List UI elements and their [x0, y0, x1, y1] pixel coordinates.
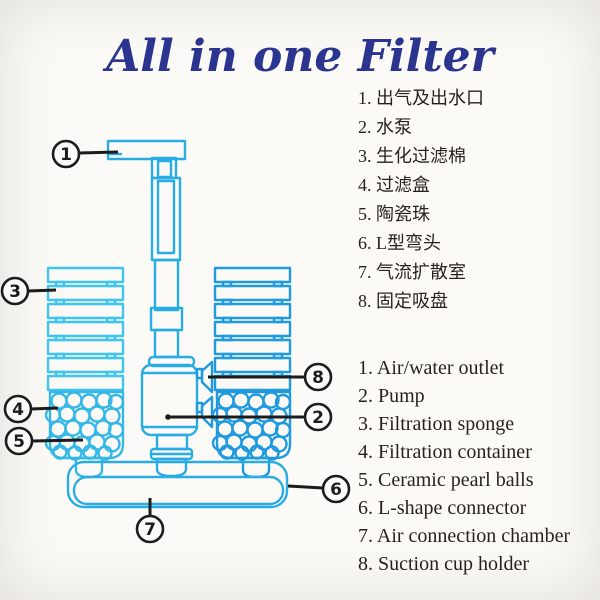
callout-line-6	[287, 484, 324, 490]
callout-8-number: 8	[312, 368, 324, 388]
list-item: 3. 生化过滤棉	[358, 146, 466, 166]
list-item: 2. 水泵	[358, 117, 412, 137]
pearl-ball-container-right	[211, 390, 292, 461]
callout-line-1	[78, 150, 119, 155]
callout-line-3	[27, 288, 57, 293]
list-item: 8. 固定吸盘	[358, 291, 448, 311]
callout-4-number: 4	[12, 400, 24, 420]
list-item: 4. 过滤盒	[358, 175, 430, 195]
list-item: 6. L-shape connector	[358, 497, 527, 519]
list-item: 8. Suction cup holder	[358, 553, 530, 575]
list-item: 1. 出气及出水口	[358, 88, 484, 108]
callout-3: 3	[0, 276, 30, 306]
list-item: 7. Air connection chamber	[358, 525, 571, 547]
list-item: 5. 陶瓷珠	[358, 204, 430, 224]
filter-diagram: 1 3 4 5 8 2 6 7	[0, 139, 351, 544]
outlet-nozzle	[106, 139, 187, 161]
parts-list-chinese: 1. 出气及出水口 2. 水泵 3. 生化过滤棉 4. 过滤盒 5. 陶瓷珠 6…	[358, 84, 484, 316]
callout-lines	[27, 150, 324, 516]
callout-2-number: 2	[312, 408, 324, 428]
sponge-column-right	[213, 266, 292, 392]
callout-1-number: 1	[60, 145, 72, 165]
callout-3-number: 3	[9, 282, 21, 302]
callout-4: 4	[3, 394, 33, 424]
parts-list-english: 1. Air/water outlet 2. Pump 3. Filtratio…	[358, 354, 570, 578]
callout-5-number: 5	[13, 432, 25, 452]
pearl-ball-container-left	[44, 390, 125, 461]
callout-2: 2	[303, 402, 333, 432]
base-air-chamber	[66, 460, 289, 509]
callout-6-number: 6	[330, 480, 342, 500]
list-item: 7. 气流扩散室	[358, 262, 466, 282]
page-title: All in one Filter	[106, 31, 494, 83]
suction-cups	[195, 360, 214, 429]
list-item: 1. Air/water outlet	[358, 357, 505, 379]
list-item: 6. L型弯头	[358, 233, 441, 253]
list-item: 3. Filtration sponge	[358, 413, 515, 435]
list-item: 5. Ceramic pearl balls	[358, 469, 534, 491]
callout-6: 6	[321, 474, 351, 504]
callout-5: 5	[4, 426, 34, 456]
list-item: 2. Pump	[358, 385, 425, 407]
riser-tube	[149, 156, 184, 359]
callout-1: 1	[51, 139, 81, 169]
callout-line-4	[30, 406, 59, 411]
callout-7: 7	[135, 514, 165, 544]
list-item: 4. Filtration container	[358, 441, 532, 463]
sponge-column-left	[46, 266, 125, 392]
callout-7-number: 7	[144, 520, 156, 540]
callout-8: 8	[303, 362, 333, 392]
callout-line-2-dot	[165, 414, 171, 420]
callout-line-5	[31, 438, 84, 443]
